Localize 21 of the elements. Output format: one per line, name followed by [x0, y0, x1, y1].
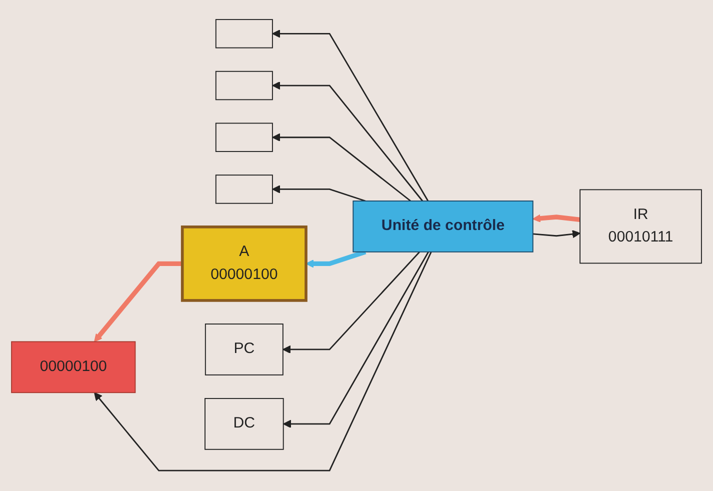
node-box — [580, 190, 702, 264]
arrow — [532, 230, 580, 239]
node-box — [180, 226, 308, 302]
node-box — [215, 20, 273, 49]
node-box — [352, 200, 534, 253]
node-box — [215, 123, 273, 152]
arrow — [272, 134, 412, 202]
node-box — [204, 398, 284, 450]
node-box — [11, 342, 136, 394]
arrow — [94, 262, 182, 342]
arrow — [532, 214, 580, 223]
arrow — [272, 186, 366, 202]
node-box — [215, 175, 273, 204]
node-box — [204, 324, 284, 376]
arrow — [282, 252, 420, 354]
arrow — [272, 30, 429, 202]
arrow — [282, 252, 429, 428]
arrow — [306, 250, 366, 268]
node-box — [215, 71, 273, 101]
arrow — [94, 252, 432, 472]
arrow — [272, 82, 424, 202]
